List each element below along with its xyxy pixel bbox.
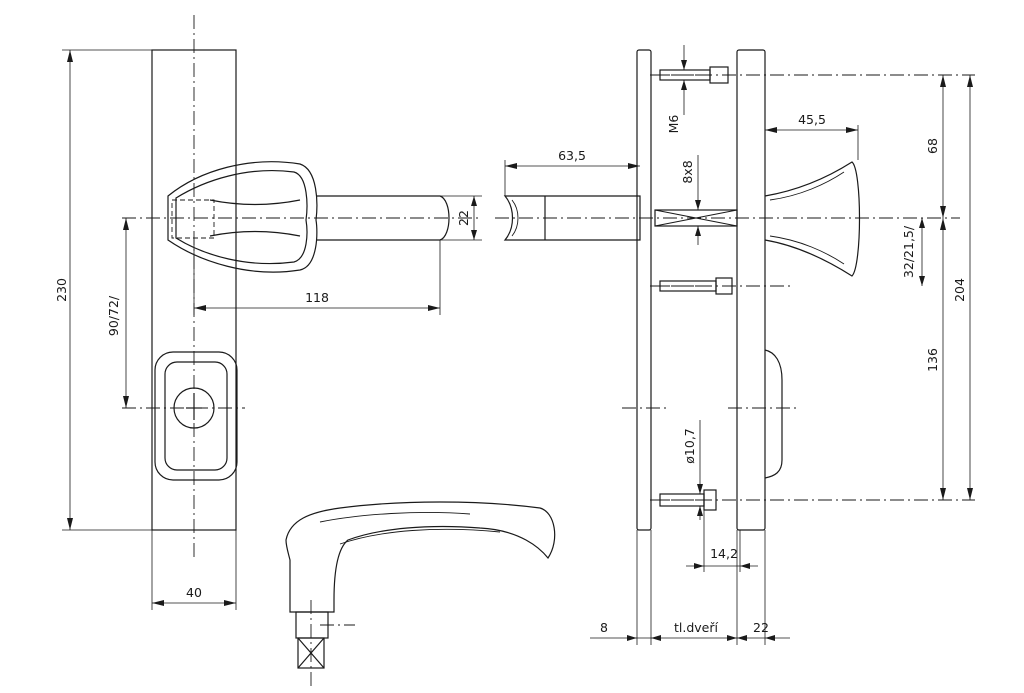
label-lower-screw: 136 — [925, 348, 940, 372]
cylinder-escutcheon — [154, 351, 238, 481]
label-spindle-length: 63,5 — [558, 148, 586, 163]
lever-handle-top-view — [167, 161, 450, 273]
dim-lower-offset: 32/21,5/ — [901, 218, 925, 286]
dim-handle-length: 118 — [193, 240, 441, 315]
dim-spindle-square: 8x8 — [680, 155, 701, 245]
label-screw-spacing: 204 — [952, 278, 967, 302]
spindle-view: 63,5 — [495, 148, 960, 241]
label-top-offset: 68 — [925, 138, 940, 154]
label-hole-diameter: ø10,7 — [682, 428, 697, 463]
dim-screw-spacing: 204 — [952, 75, 973, 500]
label-front-thickness: 8 — [600, 620, 608, 635]
dim-screw-length: 14,2 — [686, 510, 758, 572]
dim-handle-diameter: 22 — [440, 195, 482, 241]
section-view: M6 8x8 45,5 68 — [590, 45, 975, 645]
dim-lower-screw: 136 — [925, 218, 946, 500]
dim-plate-height: 230 — [54, 49, 152, 531]
label-spindle-square: 8x8 — [680, 160, 695, 183]
middle-screw — [650, 277, 790, 295]
label-lower-offset: 32/21,5/ — [901, 225, 916, 278]
label-screw-length: 14,2 — [710, 546, 738, 561]
label-screw-thread: M6 — [666, 115, 681, 134]
label-handle-diameter: 22 — [456, 210, 471, 226]
label-handle-length: 118 — [305, 290, 329, 305]
dim-plate-width: 40 — [151, 530, 237, 610]
dim-spacing: 90/72/ — [106, 218, 129, 408]
label-back-thickness: 22 — [753, 620, 769, 635]
dim-thickness-row: 8 tl.dveří 22 — [590, 530, 790, 645]
label-plate-width: 40 — [186, 585, 202, 600]
bottom-screw — [650, 489, 975, 511]
label-knob-depth: 45,5 — [798, 112, 826, 127]
top-screw — [650, 66, 975, 84]
dim-hole-diameter: ø10,7 — [682, 420, 703, 520]
label-spacing: 90/72/ — [106, 295, 121, 336]
dim-knob-depth: 45,5 — [765, 112, 859, 160]
lever-side-view — [285, 501, 556, 690]
front-plate-view: 230 90/72/ 118 22 — [54, 15, 482, 610]
label-door-thickness: tl.dveří — [674, 620, 719, 635]
knob-profile — [764, 161, 861, 277]
dim-screw-thread: M6 — [666, 45, 687, 133]
dim-top-offset: 68 — [925, 75, 946, 218]
label-plate-height: 230 — [54, 278, 69, 302]
square-spindle — [654, 209, 738, 227]
